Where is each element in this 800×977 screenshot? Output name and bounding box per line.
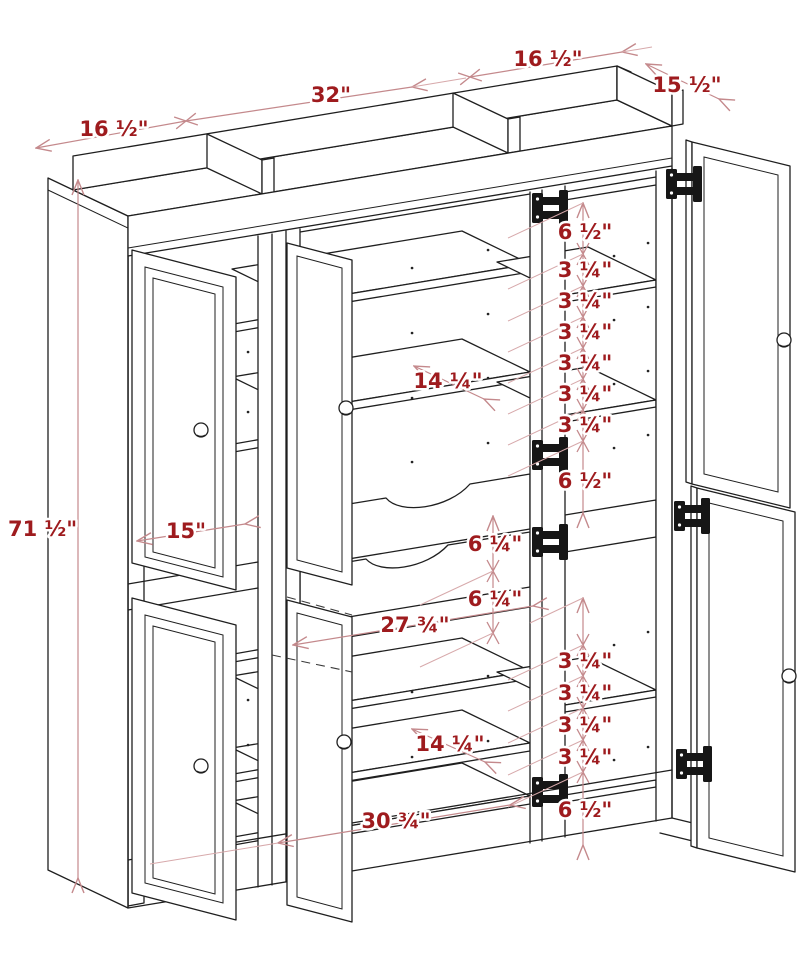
dim-upper-pin-2: 3 ¼" [558, 320, 613, 344]
cabinet-shell [47, 65, 776, 909]
dim-overall-height: 71 ½" [8, 517, 77, 541]
dim-upper-shelf-depth: 14 ¼" [413, 369, 482, 393]
center-upper-door [286, 242, 354, 586]
dim-upper-pin-1: 3 ¼" [558, 289, 613, 313]
dim-bottom-opening-width: 30 ¾" [361, 809, 430, 833]
dim-left-door-width: 15" [166, 519, 206, 543]
dim-top-left-width: 16 ½" [79, 117, 148, 141]
left-side-panel [47, 177, 129, 909]
dim-lower-drawer-height: 6 ¼" [468, 587, 523, 611]
dim-upper-pin-0: 3 ¼" [558, 258, 613, 282]
dim-upper-pin-5: 3 ¼" [558, 413, 613, 437]
dim-side-depth: 15 ½" [652, 73, 721, 97]
dim-lower-bottom-offset: 6 ½" [558, 798, 613, 822]
dim-lower-shelf-depth: 14 ¼" [415, 732, 484, 756]
dim-lower-pin-1: 3 ¼" [558, 681, 613, 705]
left-upper-door [131, 249, 237, 591]
dim-top-right-width: 16 ½" [513, 47, 582, 71]
dimension-lines [36, 47, 719, 878]
dim-lower-pin-0: 3 ¼" [558, 649, 613, 673]
dimension-labels: 16 ½" 32" 16 ½" 15 ½" 71 ½" 15" 14 ¼" 6 … [6, 45, 725, 836]
dim-drawer-opening-width: 27 ¾" [380, 613, 449, 637]
left-lower-door [131, 597, 237, 921]
dim-upper-drawer-height: 6 ¼" [468, 532, 523, 556]
dim-upper-pin-4: 3 ¼" [558, 382, 613, 406]
right-lower-door [690, 485, 797, 873]
dim-lower-pin-2: 3 ¼" [558, 713, 613, 737]
center-lower-door [286, 599, 353, 923]
dim-upper-pin-3: 3 ¼" [558, 351, 613, 375]
dim-upper-top-offset: 6 ½" [558, 220, 613, 244]
dim-upper-bottom-offset: 6 ½" [558, 469, 613, 493]
right-upper-door [685, 139, 792, 509]
dim-lower-pin-3: 3 ¼" [558, 745, 613, 769]
dim-top-center-width: 32" [311, 83, 351, 107]
